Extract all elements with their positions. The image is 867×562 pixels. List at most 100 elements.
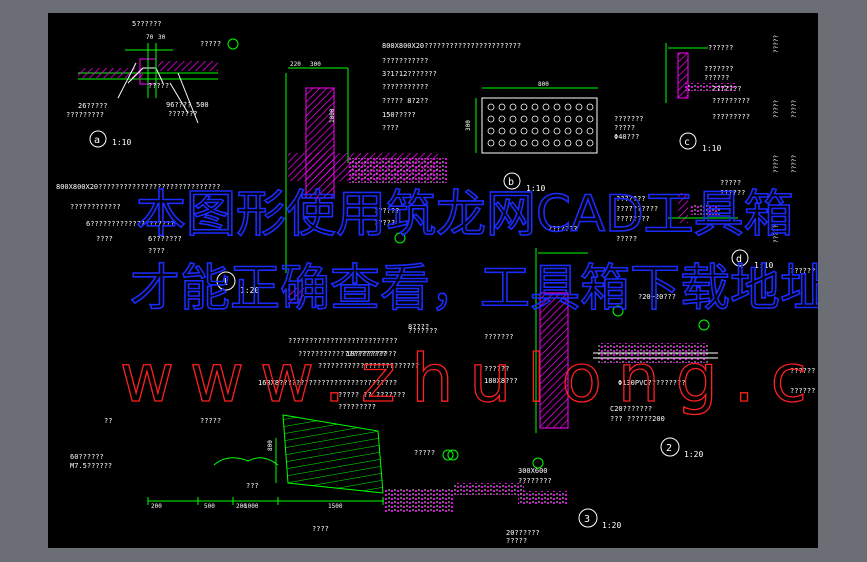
- detail-c[interactable]: ?????? ??????? ?????? ??????? ????????? …: [665, 43, 750, 153]
- detail-b-hole: [542, 127, 550, 135]
- section-2-note-12: ??? ??????200: [610, 415, 665, 423]
- section-1[interactable]: 220 300 1000 1 1:20 800X800X20??????????…: [56, 61, 454, 461]
- section-2-note-7: 180X8???: [484, 377, 518, 385]
- detail-c-note-2: ???????: [704, 65, 734, 73]
- right-note-9: ??????: [790, 387, 815, 395]
- detail-a-note-2: ?????: [200, 40, 221, 48]
- section-1-left-note-6: ????: [148, 247, 165, 255]
- right-note-4: ?????: [773, 155, 780, 173]
- detail-a-bubble: [89, 130, 107, 148]
- detail-b[interactable]: 800 300 ??????? ????? Φ40??? b 1:10: [465, 81, 644, 193]
- section-1-note-5: ????????????????????????: [318, 362, 419, 370]
- section-2-note-8: ??????: [484, 365, 509, 373]
- section-3[interactable]: 200 500 200 1000 1500 800 ?? ????? 60???…: [70, 414, 621, 545]
- section-3-dim-4: 1000: [244, 503, 259, 510]
- detail-a[interactable]: 5?????? ????? 26????? ????????? ????? 96…: [66, 20, 239, 148]
- section-2-note-1: ???????: [548, 225, 578, 233]
- section-1-left-note-5: 6???????: [148, 235, 182, 243]
- detail-d-scale: 1:10: [754, 261, 773, 270]
- section-1-scale: 1:20: [240, 286, 259, 295]
- section-3-note-2: ?????: [200, 417, 221, 425]
- section-1-left-note-3: 6????????????????????: [86, 220, 175, 228]
- detail-b-hole: [520, 103, 528, 111]
- detail-b-hole: [553, 115, 561, 123]
- cad-drawing-canvas[interactable]: 5?????? ????? 26????? ????????? ????? 96…: [48, 13, 818, 548]
- detail-b-hole: [542, 115, 550, 123]
- section-2-scale: 1:20: [684, 450, 703, 459]
- detail-b-hole: [520, 139, 528, 147]
- section-3-note-3: 60??????: [70, 453, 104, 461]
- detail-b-hole: [586, 139, 594, 147]
- section-1-left-note-2: ????????????: [70, 203, 121, 211]
- detail-d-bubble-label: d: [736, 254, 742, 265]
- top-note-5: ????? 8?2??: [382, 97, 428, 105]
- detail-b-hole: [520, 127, 528, 135]
- right-note-6: ?????: [773, 225, 780, 243]
- section-3-note-10: 20??????: [506, 529, 540, 537]
- section-1-note-7: 10??????????: [346, 350, 397, 358]
- detail-b-dim-top: 800: [538, 81, 549, 88]
- watermark-line-2: 才能正确查看，工具箱下载地址为：: [130, 259, 818, 317]
- section-3-dim-3: 200: [236, 503, 247, 510]
- detail-c-bubble: [679, 132, 697, 150]
- cad-drawing-viewport[interactable]: 5?????? ????? 26????? ????????? ????? 96…: [48, 13, 818, 548]
- detail-b-hole: [575, 115, 583, 123]
- section-3-scale: 1:20: [602, 521, 621, 530]
- detail-a-scale: 1:10: [112, 138, 131, 147]
- detail-b-note-1: ???????: [614, 115, 644, 123]
- detail-b-hole: [564, 103, 572, 111]
- detail-b-hole: [586, 103, 594, 111]
- section-1-note-4: ?????????????????????: [298, 350, 387, 358]
- section-2[interactable]: ??????? ????? ?????????? ??????? ???????…: [484, 195, 718, 459]
- detail-b-hole: [531, 115, 539, 123]
- section-3-bubble-label: 3: [584, 514, 590, 525]
- detail-a-note-5: ?????: [148, 82, 169, 90]
- section-1-note-8: 160X8????????????????????????????: [258, 379, 397, 387]
- detail-b-hole: [509, 127, 517, 135]
- detail-c-note-3: ??????: [704, 74, 729, 82]
- top-note-4: ???????????: [382, 83, 428, 91]
- section-1-bubble-label: 1: [222, 277, 228, 288]
- detail-b-hole: [553, 127, 561, 135]
- detail-b-hole: [498, 103, 506, 111]
- detail-b-hole: [542, 139, 550, 147]
- section-3-note-5: ???: [246, 482, 259, 490]
- detail-b-hole: [487, 115, 495, 123]
- right-note-8: ??????: [790, 367, 815, 375]
- detail-c-scale: 1:10: [702, 144, 721, 153]
- section-2-bubble: [660, 437, 680, 457]
- section-3-dim-5: 1500: [328, 503, 343, 510]
- detail-b-hole: [542, 103, 550, 111]
- right-note-2: ?????: [773, 100, 780, 118]
- detail-b-hole: [498, 127, 506, 135]
- section-3-note-11: ?????: [506, 537, 527, 545]
- detail-b-hole: [564, 115, 572, 123]
- right-note-3: ?????: [791, 100, 798, 118]
- section-3-note-8: 300X600: [518, 467, 548, 475]
- watermark: 本图形使用筑龙网CAD工具箱 才能正确查看，工具箱下载地址为： www.zhul…: [119, 184, 818, 417]
- detail-b-hole: [531, 127, 539, 135]
- detail-d[interactable]: ????? ?????? d 1:10: [668, 179, 773, 270]
- detail-b-bubble: [503, 172, 521, 190]
- section-3-bubble: [578, 508, 598, 528]
- detail-d-note-2: ??????: [720, 189, 745, 197]
- top-note-7: ????: [382, 124, 399, 132]
- section-1-note-11: 8????: [408, 323, 429, 331]
- detail-a-note-1: 5??????: [132, 20, 162, 28]
- top-note-1: 800X800X20???????????????????????: [382, 42, 521, 50]
- detail-b-hole: [553, 139, 561, 147]
- top-notes: 800X800X20??????????????????????? ??????…: [382, 42, 521, 132]
- section-3-note-6: ????: [312, 525, 329, 533]
- detail-a-note-3: 26?????: [78, 102, 108, 110]
- detail-b-hole: [498, 139, 506, 147]
- detail-d-bubble: [731, 249, 749, 267]
- detail-b-hole: [575, 139, 583, 147]
- section-3-note-9: ????????: [518, 477, 552, 485]
- detail-b-scale: 1:10: [526, 184, 545, 193]
- section-1-note-9: ????? ?? ???????: [338, 391, 405, 399]
- detail-a-note-6: 96????: [166, 101, 191, 109]
- section-1-note-2: ?????: [374, 219, 395, 227]
- section-2-bubble-label: 2: [666, 443, 672, 454]
- detail-b-hole: [509, 139, 517, 147]
- detail-c-note-4: ???????: [712, 85, 742, 93]
